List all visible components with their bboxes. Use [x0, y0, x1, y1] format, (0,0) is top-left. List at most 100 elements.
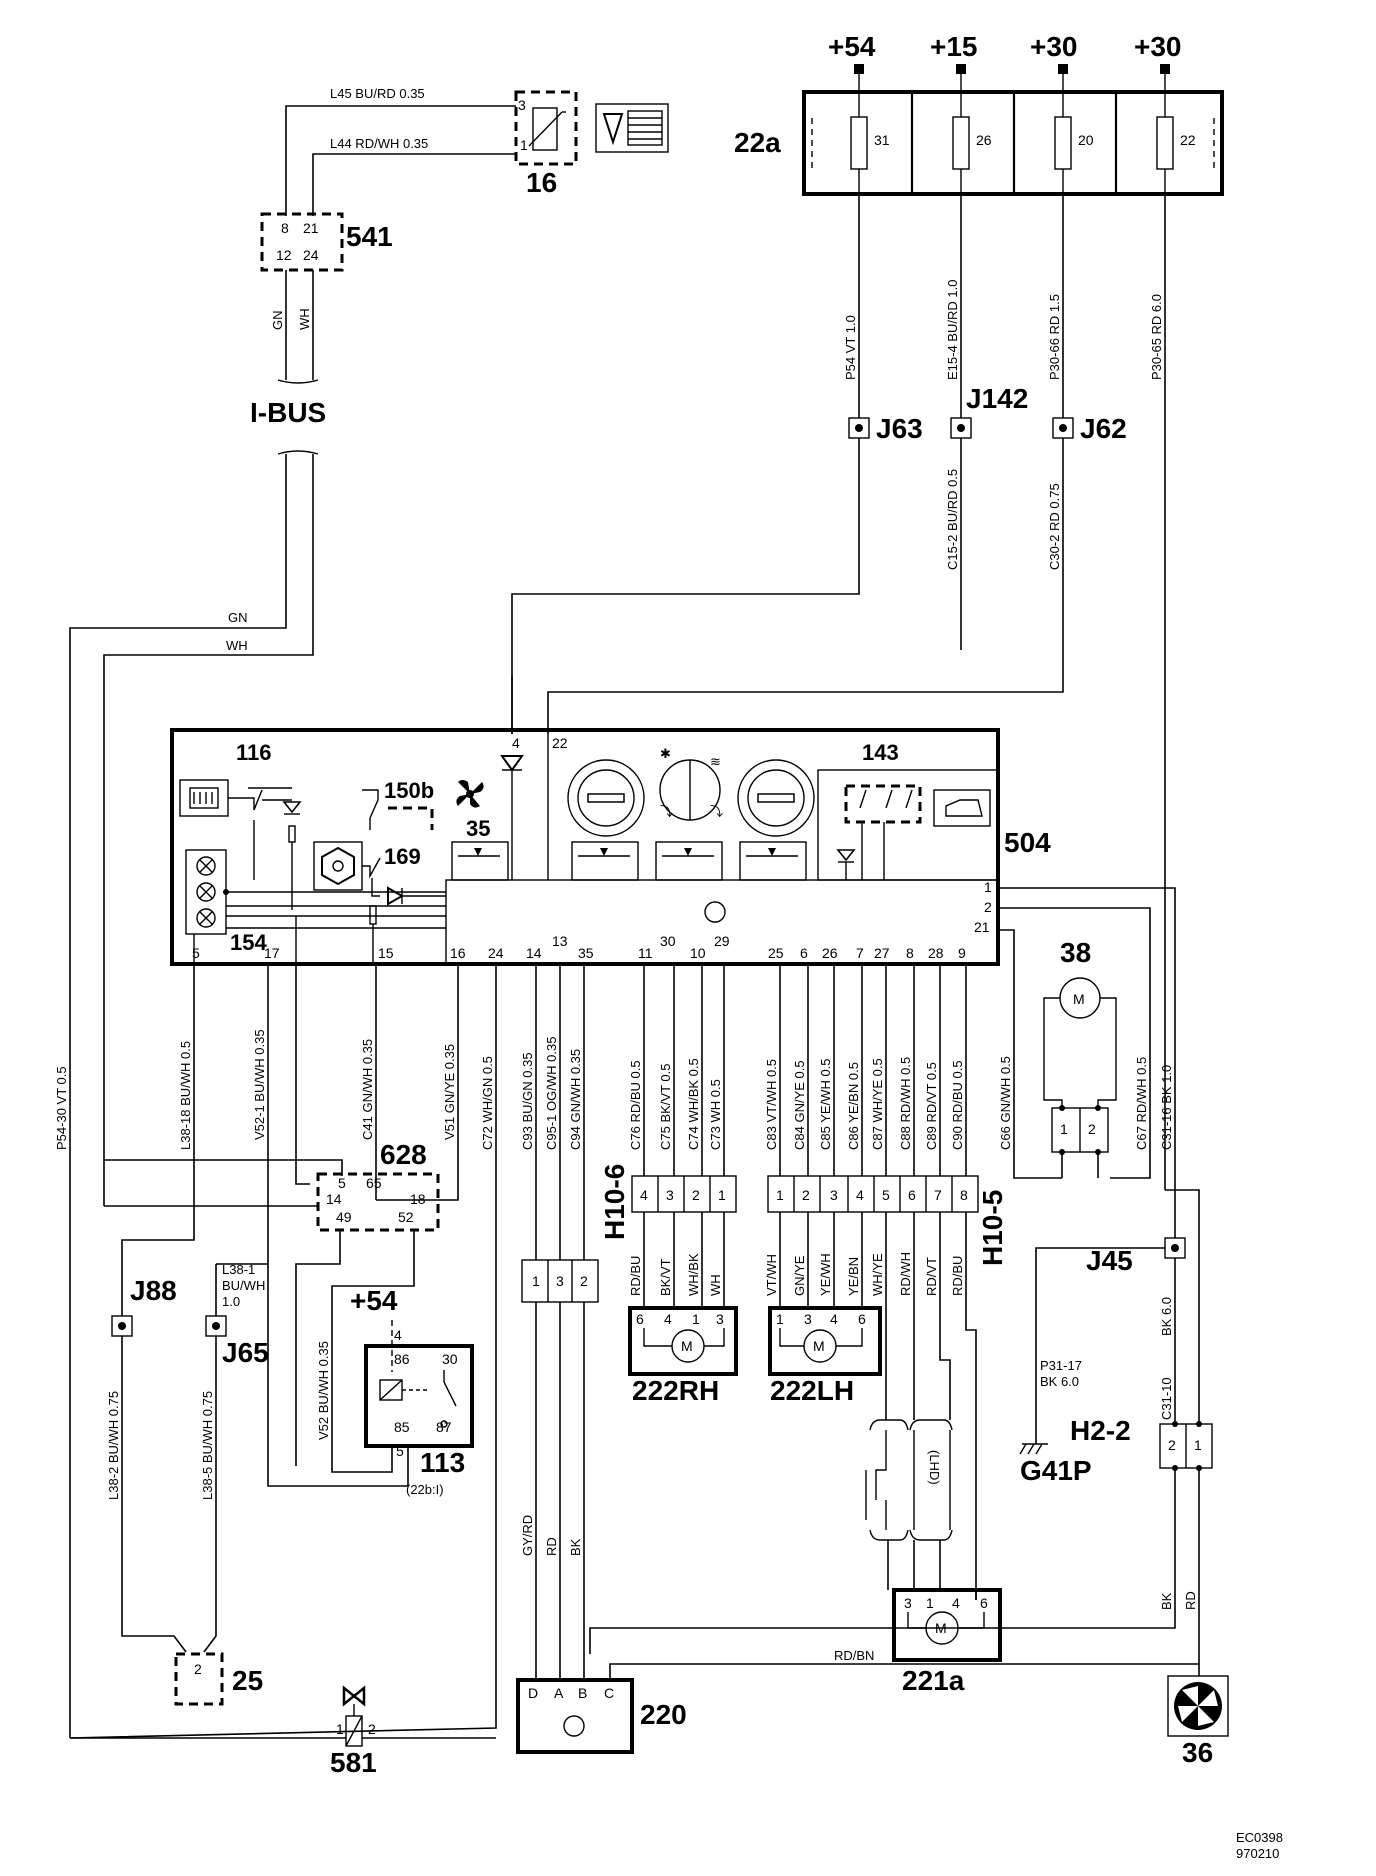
pin: 15 — [378, 945, 394, 961]
ground-label: G41P — [1020, 1455, 1092, 1486]
pin: C — [604, 1685, 614, 1701]
pin: 1 — [776, 1311, 784, 1327]
pin: 4 — [856, 1187, 864, 1203]
pin: 1 — [984, 879, 992, 895]
pin: 1 — [532, 1273, 540, 1289]
wire-label: GN/YE — [792, 1255, 807, 1296]
pin: A — [554, 1685, 564, 1701]
motor-icon: M — [935, 1620, 947, 1636]
wire-label: C83 VT/WH 0.5 — [764, 1059, 779, 1150]
pin: D — [528, 1685, 538, 1701]
supply-label: +30 — [1134, 31, 1182, 62]
fuse-22 — [1156, 70, 1174, 194]
airflow-icon: ⤵ — [710, 804, 723, 819]
wire-label: C15-2 BU/RD 0.5 — [945, 469, 960, 570]
pin: 2 — [1088, 1121, 1096, 1137]
component-sublabel: (22b:I) — [406, 1482, 444, 1497]
pin: 26 — [822, 945, 838, 961]
pin: 28 — [928, 945, 944, 961]
ground-G41P: G41P — [1019, 1443, 1092, 1486]
wire-label: YE/WH — [818, 1253, 833, 1296]
wire-label: BK — [1159, 1592, 1174, 1610]
pin: 21 — [303, 220, 319, 236]
pin: 22 — [552, 735, 568, 751]
pin: 21 — [974, 919, 990, 935]
wire-label: P54 VT 1.0 — [843, 315, 858, 380]
pin: 14 — [526, 945, 542, 961]
component-541: 8 21 12 24 541 — [260, 212, 393, 272]
pin: 4 — [664, 1311, 672, 1327]
pin: 24 — [303, 247, 319, 263]
wire-label: RD/BN — [834, 1648, 874, 1663]
component-label: 220 — [640, 1699, 687, 1730]
wire-label: YE/BN — [846, 1257, 861, 1296]
pin: 8 — [960, 1187, 968, 1203]
pin: 27 — [874, 945, 890, 961]
component-label: 581 — [330, 1747, 377, 1778]
wire-label: C31-10 — [1159, 1377, 1174, 1420]
wire-label: BK 6.0 — [1040, 1374, 1079, 1389]
wire-label: P31-17 — [1040, 1358, 1082, 1373]
junction-J142: J142 — [950, 383, 1028, 439]
pin: 35 — [578, 945, 594, 961]
recirculation-icon — [313, 841, 363, 891]
motor-icon: M — [1073, 991, 1085, 1007]
pin: 7 — [934, 1187, 942, 1203]
pin: 4 — [512, 735, 520, 751]
wire-label: C73 WH 0.5 — [708, 1079, 723, 1150]
wire-label: BK 6.0 — [1159, 1297, 1174, 1336]
junction-label: J88 — [130, 1275, 177, 1306]
wire-label: VT/WH — [764, 1254, 779, 1296]
temperature-sensor-icon — [595, 103, 669, 153]
component-label: 541 — [346, 221, 393, 252]
pin: 1 — [692, 1311, 700, 1327]
wire-label: C88 RD/WH 0.5 — [898, 1057, 913, 1150]
pin: 2 — [368, 1721, 376, 1737]
pin: 3 — [830, 1187, 838, 1203]
wire-label: 1.0 — [222, 1294, 240, 1309]
wire-label: C85 YE/WH 0.5 — [818, 1058, 833, 1150]
pin: 5 — [192, 945, 200, 961]
pin: 1 — [926, 1595, 934, 1611]
component-label: 154 — [230, 930, 267, 955]
junction-J45: J45 — [1086, 1237, 1186, 1276]
fuse-number: 22 — [1180, 132, 1196, 148]
junction-label: J62 — [1080, 413, 1127, 444]
pin: B — [578, 1685, 587, 1701]
pin: 8 — [906, 945, 914, 961]
pin: 4 — [952, 1595, 960, 1611]
wire-label: P30-65 RD 6.0 — [1149, 294, 1164, 380]
indicator-lamps-154 — [185, 849, 229, 935]
fuse-31 — [850, 70, 868, 194]
supply-terminals: +54 +15 +30 +30 — [828, 31, 1182, 74]
wire-label: C86 YE/BN 0.5 — [846, 1062, 861, 1150]
component-label: 222RH — [632, 1375, 719, 1406]
wire-label: C76 RD/BU 0.5 — [628, 1060, 643, 1150]
pin: 16 — [450, 945, 466, 961]
relay-113: +54 4 86 30 85 87 5 113 (22b:I) — [350, 1285, 474, 1497]
wire-label: C84 GN/YE 0.5 — [792, 1060, 807, 1150]
wire-label: BK/VT — [658, 1258, 673, 1296]
wire-label: L38-1 — [222, 1262, 255, 1277]
fuse-box-label: 22a — [734, 127, 781, 158]
pin: 24 — [488, 945, 504, 961]
connector-label: H10-6 — [599, 1164, 630, 1240]
component-label: 222LH — [770, 1375, 854, 1406]
pin: 3 — [666, 1187, 674, 1203]
pin: 4 — [830, 1311, 838, 1327]
wire-label: RD — [544, 1537, 559, 1556]
pin: 25 — [768, 945, 784, 961]
pin: 30 — [660, 933, 676, 949]
rear-defrost-icon — [179, 779, 229, 817]
wire-label: E15-4 BU/RD 1.0 — [945, 280, 960, 380]
fuse-number: 26 — [976, 132, 992, 148]
component-label: 38 — [1060, 937, 1091, 968]
wire-label: C30-2 RD 0.75 — [1047, 483, 1062, 570]
component-label: 169 — [384, 844, 421, 869]
wire-label: BK — [568, 1538, 583, 1556]
wire-label: C89 RD/VT 0.5 — [924, 1062, 939, 1150]
pin: 6 — [858, 1311, 866, 1327]
junction-label: J45 — [1086, 1245, 1133, 1276]
fan-icon — [456, 780, 484, 808]
